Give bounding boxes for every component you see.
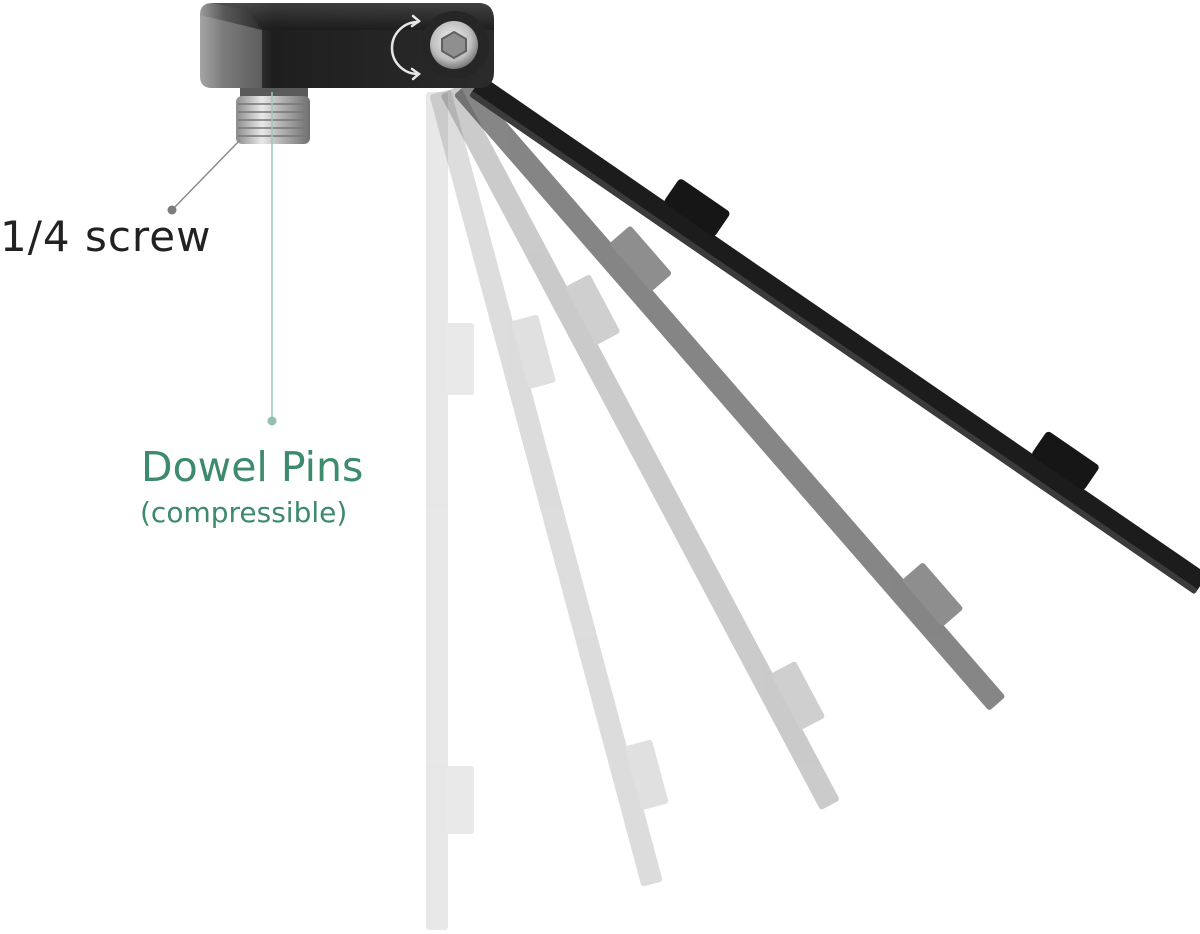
dowel-pins-sublabel: (compressible) [140, 496, 348, 529]
screw-callout-line [167, 139, 241, 215]
dowel-callout-line [267, 92, 277, 426]
arm-position-3 [441, 85, 839, 810]
arm-position-4 [454, 82, 1005, 710]
rotate-arrows-icon [390, 14, 422, 81]
hex-socket-screw-icon [421, 11, 489, 79]
dowel-pins-label: Dowel Pins [141, 443, 364, 491]
arm-position-1 [426, 92, 474, 930]
quarter-inch-screw [236, 86, 310, 144]
arm-position-5 [469, 77, 1200, 594]
arm-position-2 [430, 89, 669, 887]
screw-label: 1/4 screw [0, 212, 212, 261]
mount-bracket [200, 3, 494, 88]
